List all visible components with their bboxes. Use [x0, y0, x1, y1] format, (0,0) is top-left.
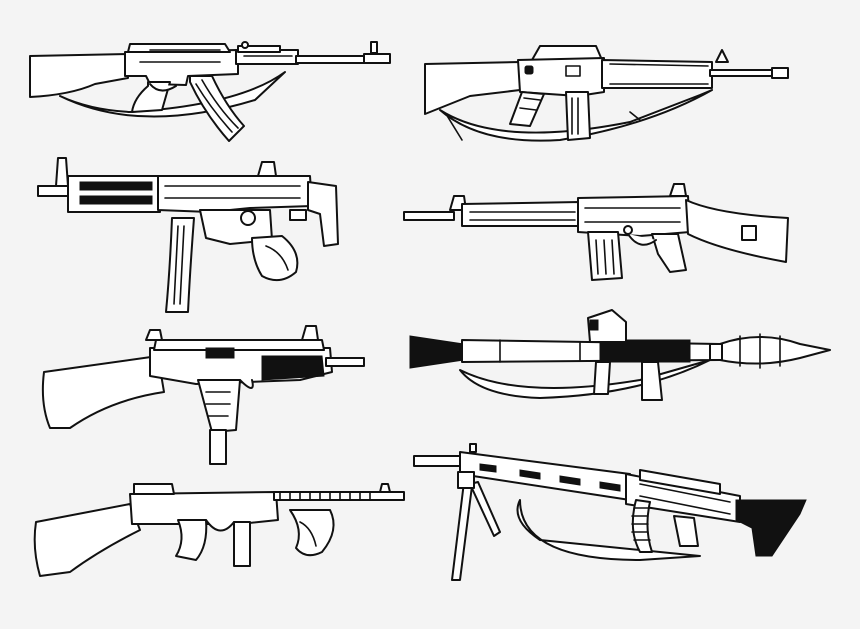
g3-stock-plate: [741, 225, 757, 241]
uzi-front-sight: [301, 325, 319, 341]
g3-muzzle: [403, 211, 455, 221]
thompson-stock: [33, 503, 141, 577]
mp5-vent-lower: [79, 195, 153, 205]
ak47-gas-tube: [237, 45, 281, 53]
mg42-sling: [516, 499, 701, 561]
mp5-receiver: [157, 175, 313, 213]
uzi-top-cover: [153, 339, 325, 351]
rpg-sling: [459, 359, 711, 399]
m16-barrel: [709, 69, 777, 77]
thompson-top: [133, 483, 175, 495]
uzi-submachine-gun-icon: [41, 325, 365, 465]
m16-flash-hider: [771, 67, 789, 79]
uzi-cocking-handle: [205, 347, 235, 359]
g3-rear-sight: [669, 183, 687, 197]
mp5-rear-sight: [257, 161, 277, 177]
uzi-trigger-guard: [239, 379, 254, 389]
uzi-barrel: [325, 357, 365, 367]
rpg-front-grip: [593, 361, 611, 395]
g3-handguard: [461, 201, 581, 227]
ak47-front-sight: [370, 41, 378, 54]
ak47-magazine: [189, 75, 245, 142]
mp5-vent-upper: [79, 181, 153, 191]
mg42-bipod-right: [469, 481, 501, 537]
ak47-muzzle: [363, 53, 391, 64]
mp5-muzzle: [37, 185, 69, 197]
m16-rifle-icon: [424, 45, 789, 142]
thompson-receiver: [129, 491, 279, 525]
uzi-magazine-base: [209, 429, 227, 465]
thompson-rear-grip: [175, 519, 208, 561]
g3-grip: [651, 233, 687, 273]
mp5-magazine: [165, 217, 195, 313]
ak47-trigger-guard: [149, 83, 177, 92]
thompson-trigger-guard: [205, 519, 235, 532]
rpg-launcher-icon: [409, 309, 831, 401]
m16-handguard: [601, 59, 713, 89]
mp5-stock: [307, 181, 339, 247]
mg42-ammo-belt: [631, 499, 653, 553]
ak47-stock: [29, 53, 129, 98]
g3-receiver: [577, 195, 691, 237]
mg42-machine-gun-icon: [413, 443, 807, 581]
g3-battle-rifle-icon: [403, 183, 789, 281]
mp5-grip: [251, 235, 299, 282]
mg42-front-sight: [469, 443, 477, 453]
rpg-sight: [587, 309, 627, 343]
mg42-stock: [735, 499, 807, 557]
ak47-rifle-icon: [29, 41, 391, 142]
ak47-barrel: [295, 55, 367, 64]
thompson-submachine-gun-icon: [33, 483, 405, 577]
rpg-rear-grip: [641, 361, 663, 401]
uzi-stock: [41, 355, 165, 429]
mp5-submachine-gun-icon: [37, 157, 339, 313]
uzi-rear-sight: [145, 329, 163, 341]
thompson-front-sight: [379, 483, 391, 493]
mg42-top-cover: [639, 469, 721, 495]
thompson-barrel: [273, 491, 405, 501]
uzi-grip-magazine: [197, 379, 241, 433]
m16-front-sight: [715, 49, 729, 63]
thompson-magazine: [233, 521, 251, 567]
m16-receiver: [517, 57, 605, 97]
mg42-grip: [673, 515, 699, 547]
m16-stock: [424, 61, 521, 115]
rpg-grip-section: [599, 339, 691, 363]
mp5-front-sight: [55, 157, 69, 187]
mp5-handguard: [67, 175, 161, 213]
uzi-handguard-shade: [261, 355, 325, 381]
g3-stock: [685, 199, 789, 263]
g3-trigger-guard: [627, 233, 657, 246]
mg42-muzzle: [413, 455, 465, 467]
